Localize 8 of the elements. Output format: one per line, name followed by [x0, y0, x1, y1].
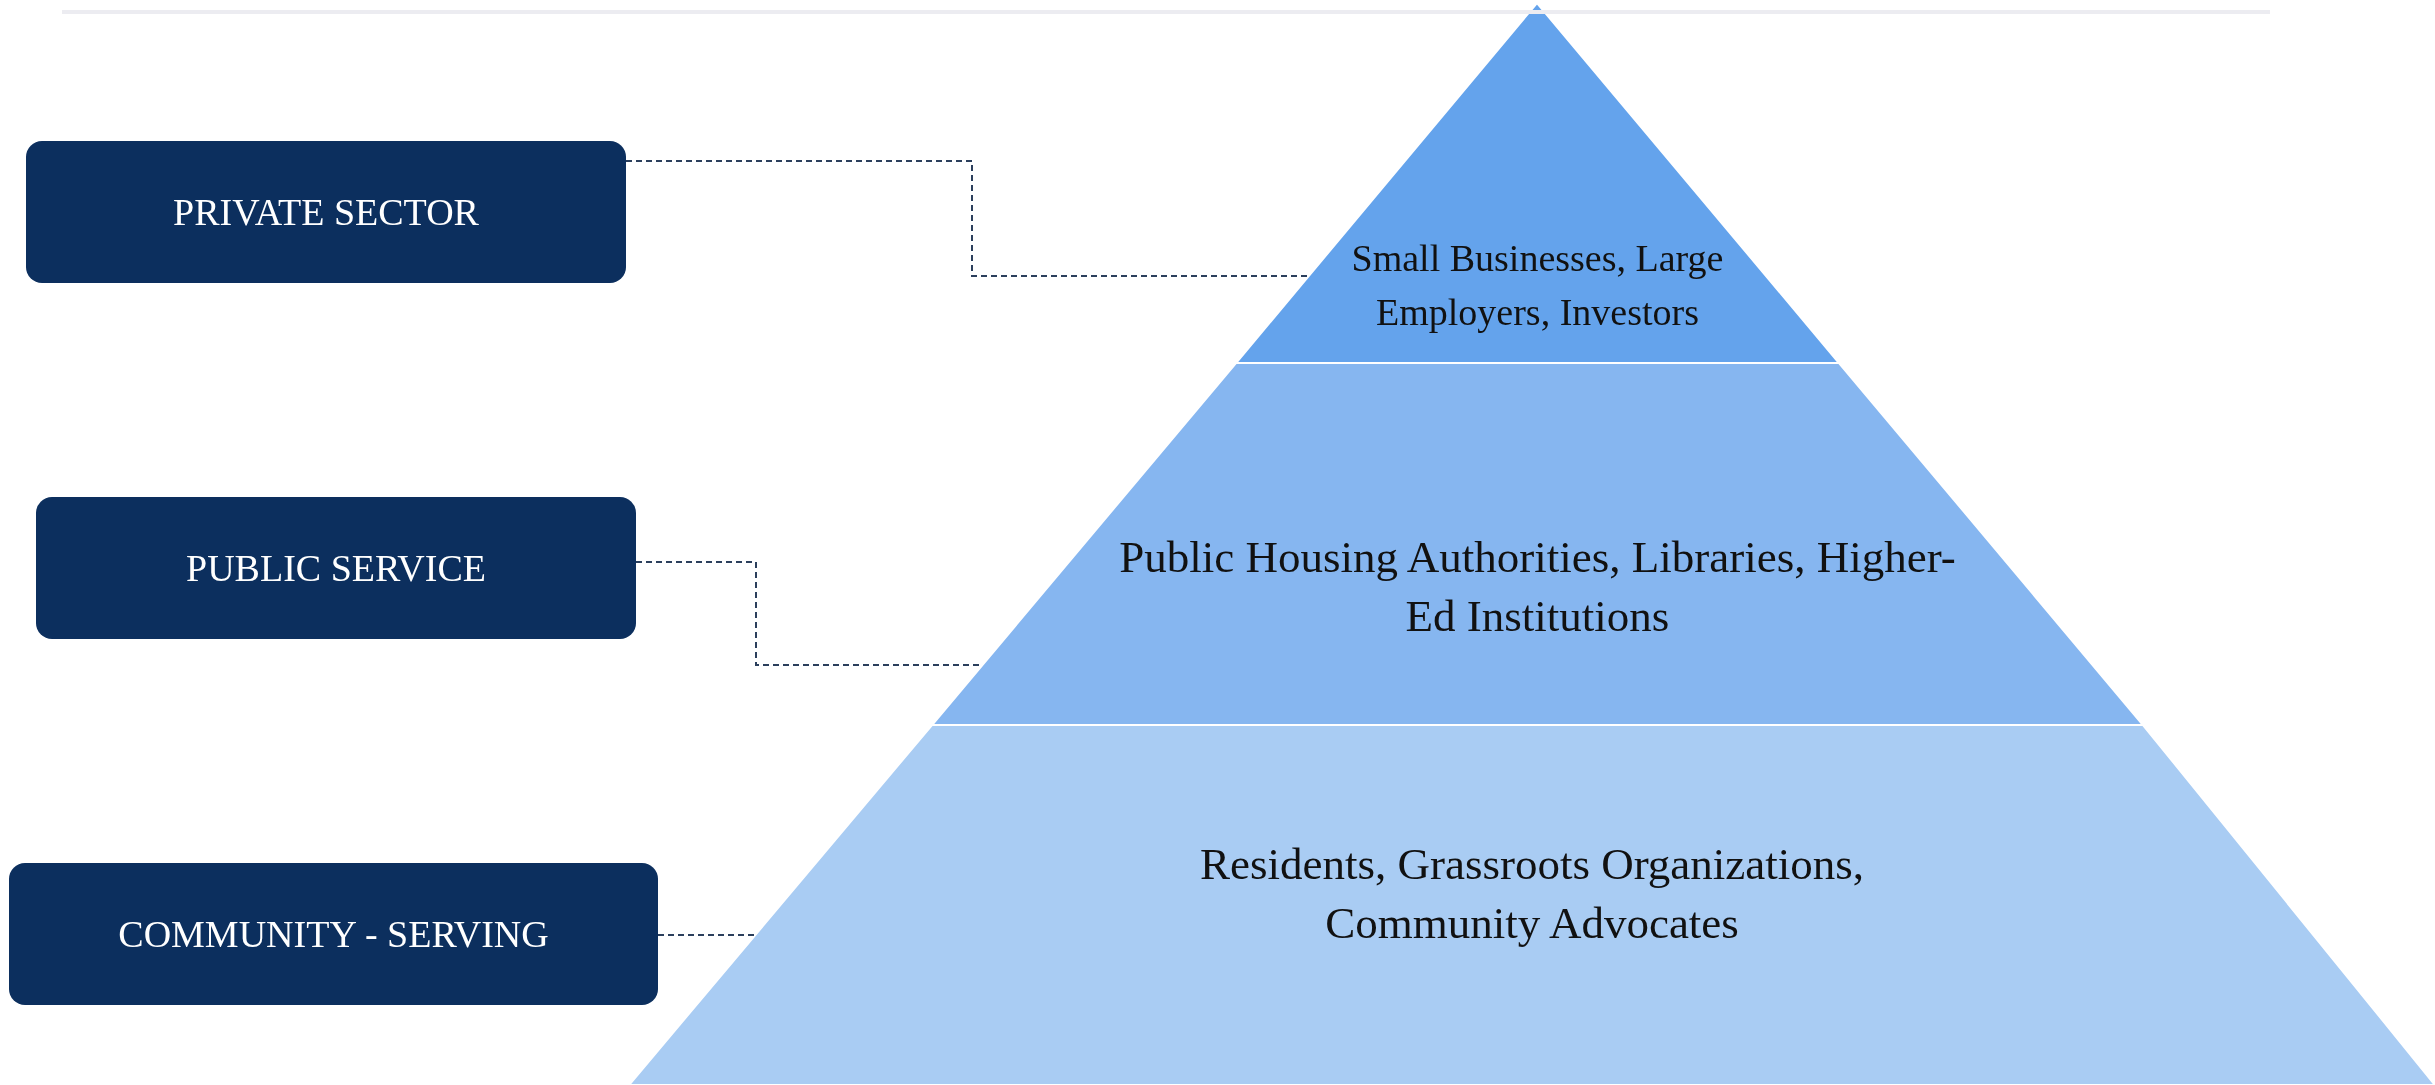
tier-text: Small Businesses, Large Employers, Investors — [1350, 236, 1725, 335]
sector-label: COMMUNITY - SERVING — [9, 863, 658, 1005]
sector-label: PUBLIC SERVICE — [36, 497, 636, 639]
sector-label: PRIVATE SECTOR — [26, 141, 626, 283]
leader-line — [657, 934, 757, 936]
leader-line — [625, 160, 1310, 277]
tier-text: Public Housing Authorities, Libraries, Higher-Ed Institutions — [1118, 531, 1957, 643]
tier-text: Residents, Grassroots Organizations, Community Advocates — [1198, 838, 1866, 950]
